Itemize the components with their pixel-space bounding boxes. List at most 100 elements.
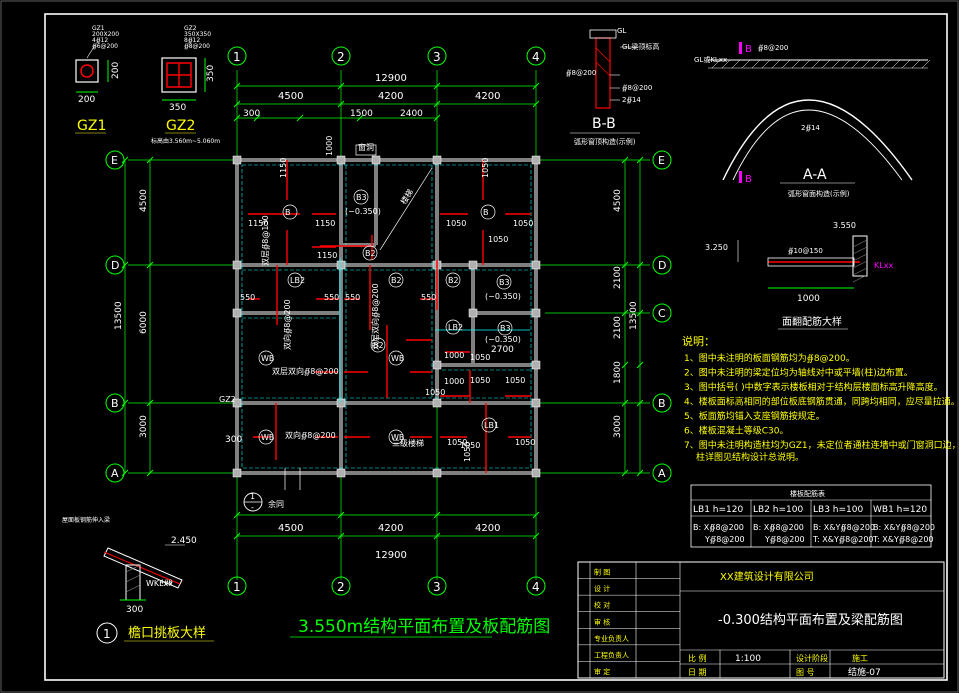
grid-bubble-col-label: 2	[337, 580, 345, 594]
eave-small: 4∯8	[160, 579, 173, 586]
dim-tick	[636, 361, 644, 369]
canopy-elev-top: 3.550	[833, 221, 856, 230]
gz2-spec-line: 8∯12	[184, 37, 200, 44]
bb-label-gl: GL	[617, 27, 626, 35]
dim-tick	[621, 156, 629, 164]
wall-inner-lines	[241, 164, 532, 469]
title-scale: 1:100	[735, 654, 761, 664]
gz1-dim-w: 200	[78, 95, 95, 105]
notes-title: 说明：	[682, 334, 715, 348]
hatch-line	[781, 59, 791, 69]
slab-table-header: LB3 h=100	[813, 505, 863, 515]
eave-elev: 2.450	[171, 536, 197, 546]
dim-left-300: 300	[225, 435, 242, 445]
dim-tick	[121, 156, 129, 164]
canopy-elev-left: 3.250	[705, 243, 728, 252]
dim-tick	[621, 361, 629, 369]
plan-value: 550	[345, 293, 360, 302]
dim-tick	[337, 82, 345, 90]
stair-label: 楼梯	[398, 187, 415, 206]
door-label: 窗洞	[358, 142, 374, 152]
aa-subtitle: 弧形窗面构造(示例)	[788, 189, 850, 198]
note-item: 4、楼板面标高相同的部位板底钢筋贯通，同跨均相同，应尽量拉通。	[684, 396, 959, 408]
hatch-line	[791, 59, 801, 69]
title-drawing: -0.300结构平面布置及梁配筋图	[718, 612, 903, 628]
dim-tick	[621, 399, 629, 407]
slab-table-cell: B: X∯8@200	[753, 523, 804, 532]
hatch-line	[841, 59, 851, 69]
grid-bubble-row-label: A	[111, 467, 119, 480]
hatch-line	[891, 59, 901, 69]
note-item: 7、图中未注明构造柱均为GZ1，未定位者通柱连墙中或门窗洞口边，构造	[684, 439, 959, 451]
dim-tick	[233, 100, 241, 108]
hatch-line	[751, 59, 761, 69]
eave-beam: WKLxx	[146, 579, 173, 588]
grid-bubble-row-label: D	[111, 259, 119, 272]
dim-top-sub: 300	[243, 109, 260, 119]
eave-title: 檐口挑板大样	[128, 626, 206, 641]
dim-tick	[253, 114, 261, 122]
title-stage-label: 设计阶段	[796, 653, 828, 663]
column-mark	[432, 155, 442, 165]
hatch-line	[911, 59, 921, 69]
cyan-annotations	[339, 258, 530, 403]
title-block: XX建筑设计有限公司 -0.300结构平面布置及梁配筋图 比 例 1:100 设…	[577, 561, 945, 679]
canopy-beam: KLxx	[874, 261, 893, 270]
plan-value: 1150	[279, 158, 288, 178]
hatch-line	[821, 59, 831, 69]
plan-value: 550	[240, 293, 255, 302]
dim-tick	[532, 532, 540, 540]
rebar-lines	[248, 160, 531, 473]
grid-bubble-row-label: E	[111, 154, 118, 167]
slab-label-text: WB	[391, 433, 404, 442]
gz2-spec-line: GZ2	[184, 25, 197, 32]
section-marker-num: 1	[250, 492, 255, 501]
aa-label-b1: B	[745, 44, 752, 55]
canopy-title: 面翻配筋大样	[782, 315, 842, 328]
dim-bottom-total: 12900	[375, 550, 407, 561]
dim-tick	[433, 114, 441, 122]
section-marker-sheet: -	[251, 503, 254, 512]
slab-label-text: B3	[356, 193, 367, 202]
grid-bubble-col-label: 4	[532, 50, 540, 64]
slab-label-text: B2	[448, 276, 459, 285]
hatch-line	[721, 59, 731, 69]
slab-label-text: B2	[391, 276, 402, 285]
rebar-label-5: 双层双向∯8@200	[272, 366, 339, 376]
gz2-dim-w: 350	[169, 103, 186, 113]
note-item: 2、图中未注明的梁定位均为轴线对中或平墙(柱)边布置。	[684, 367, 913, 379]
canopy-detail: 3.550 3.250 ∯10@150 KLxx 1000 面翻配筋大样	[705, 221, 893, 330]
dim-right-span: 2100	[613, 316, 623, 339]
dim-top-total: 12900	[375, 73, 407, 84]
column-mark	[336, 260, 346, 270]
aa-section: GL或KLxx ∯8@200 2∯14 B B A-A 弧形窗面构造(示例)	[694, 42, 931, 198]
bb-label-r1: ∯8@200	[566, 69, 596, 77]
plan-value: 1050	[425, 388, 445, 397]
note-item: 3、图中括号( )中数字表示楼板相对于结构层楼面标高升降高度。	[684, 381, 943, 393]
column-mark	[531, 155, 541, 165]
title-date-label: 日 期	[688, 668, 707, 677]
title-row-label: 专业负责人	[594, 634, 629, 643]
eave-num: 1	[103, 627, 111, 641]
gz2-spec-line: 350X350	[184, 31, 211, 38]
title-row-label: 工程负责人	[594, 650, 629, 659]
title-row-label: 设 计	[594, 584, 610, 593]
grid-bubble-row-E: E	[652, 150, 672, 170]
slab-label: WB	[388, 429, 404, 445]
column-mark	[432, 468, 442, 478]
dim-tick	[233, 511, 241, 519]
grid-bubble-row-label: E	[658, 154, 665, 167]
grid-bubble-col-4: 4	[526, 576, 546, 596]
dim-bottom-span: 4500	[278, 523, 303, 534]
hatch-line	[731, 59, 741, 69]
dim-tick	[636, 261, 644, 269]
plan-value: 1000	[444, 351, 464, 360]
slab-table-header: LB1 h=120	[693, 505, 743, 515]
hatch-line	[831, 59, 841, 69]
column-mark	[468, 308, 478, 318]
slab-label-text: LB2	[448, 323, 463, 332]
